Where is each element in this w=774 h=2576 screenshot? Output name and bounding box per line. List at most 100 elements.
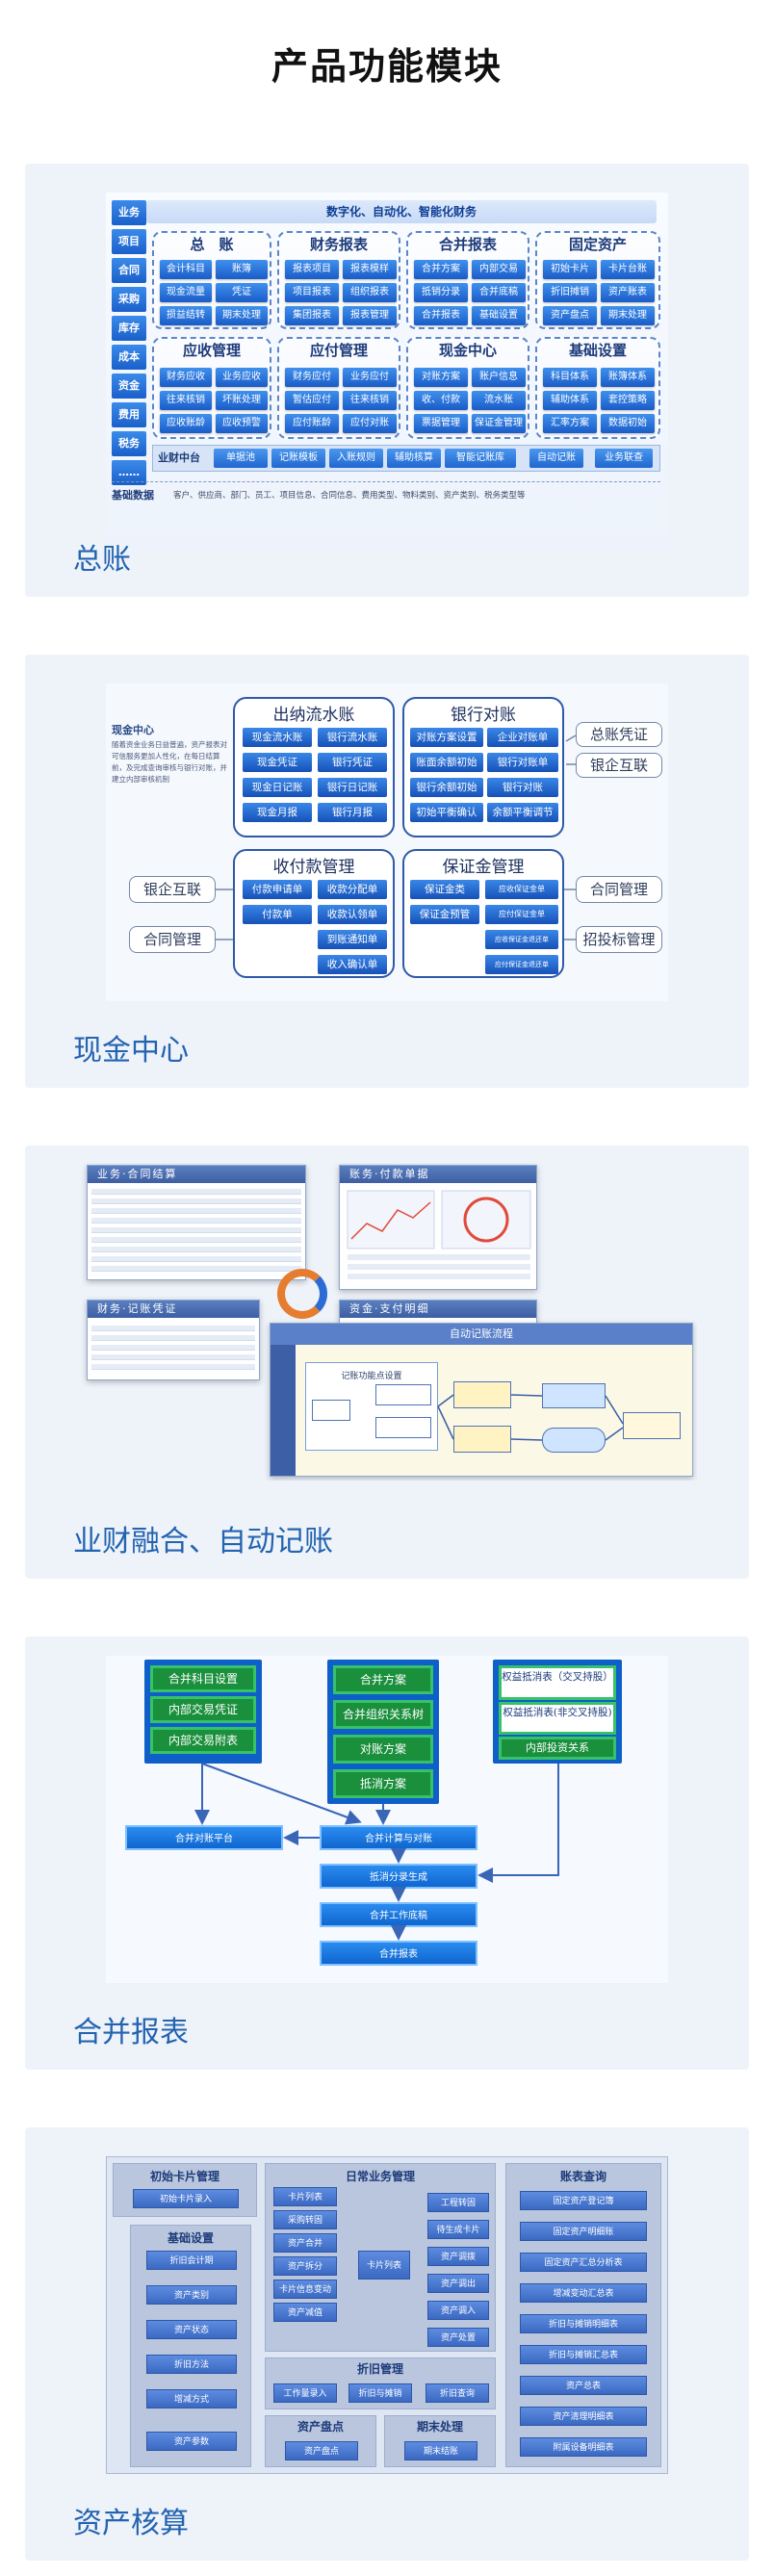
gl-platform-item[interactable]: 单据池	[214, 449, 268, 468]
gl-item[interactable]: 期末处理	[601, 306, 655, 325]
gl-item[interactable]: 辅助体系	[543, 391, 597, 410]
gl-item[interactable]: 业务应收	[216, 368, 268, 387]
gl-item[interactable]: 对账方案	[414, 368, 468, 387]
asset-item[interactable]: 资产类别	[146, 2285, 237, 2305]
cash-item[interactable]: 对账方案设置	[410, 728, 483, 747]
gl-item[interactable]: 报表模样	[343, 260, 397, 279]
cash-item[interactable]: 收款认领单	[318, 905, 387, 924]
asset-item[interactable]: 工程转固	[427, 2193, 489, 2212]
gl-item[interactable]: 抵销分录	[414, 283, 468, 302]
asset-item[interactable]: 资产合并	[273, 2233, 337, 2253]
cash-item[interactable]: 初始平衡确认	[410, 803, 483, 822]
gl-item[interactable]: 资产账表	[601, 283, 655, 302]
gl-item[interactable]: 收、付款	[414, 391, 468, 410]
cash-item[interactable]: 银行对账单	[487, 753, 558, 772]
gl-platform-item[interactable]: 智能记账库	[445, 449, 516, 468]
cash-item[interactable]: 应付保证金单	[485, 905, 558, 924]
gl-item[interactable]: 初始卡片	[543, 260, 597, 279]
gl-item[interactable]: 往来核销	[343, 391, 397, 410]
gl-item[interactable]: 合并底稿	[472, 283, 526, 302]
gl-item[interactable]: 合并报表	[414, 306, 468, 325]
gl-item[interactable]: 凭证	[216, 283, 268, 302]
cash-item[interactable]: 现金凭证	[243, 753, 312, 772]
asset-item[interactable]: 资产盘点	[285, 2441, 358, 2460]
asset-item[interactable]: 卡片列表	[273, 2187, 337, 2206]
asset-item[interactable]: 折旧与摊销明细表	[520, 2314, 647, 2333]
cash-item[interactable]: 银行流水账	[318, 728, 387, 747]
asset-item[interactable]: 资产处置	[427, 2328, 489, 2347]
gl-item[interactable]: 损益结转	[160, 306, 212, 325]
asset-item[interactable]: 附属设备明细表	[520, 2437, 647, 2457]
asset-item[interactable]: 折旧查询	[426, 2383, 489, 2403]
gl-item[interactable]: 集团报表	[285, 306, 339, 325]
gl-item[interactable]: 应收账龄	[160, 414, 212, 433]
asset-item[interactable]: 折旧与摊销汇总表	[520, 2345, 647, 2364]
asset-item[interactable]: 固定资产明细账	[520, 2222, 647, 2241]
cash-item[interactable]: 应收保证金单	[485, 880, 558, 899]
gl-item[interactable]: 科目体系	[543, 368, 597, 387]
gl-item[interactable]: 流水账	[472, 391, 526, 410]
gl-item[interactable]: 账户信息	[472, 368, 526, 387]
cash-item[interactable]: 余额平衡调节	[487, 803, 558, 822]
gl-item[interactable]: 报表项目	[285, 260, 339, 279]
gl-item[interactable]: 财务应收	[160, 368, 212, 387]
gl-item[interactable]: 折旧摊销	[543, 283, 597, 302]
gl-item[interactable]: 现金流量	[160, 283, 212, 302]
cash-item[interactable]: 现金日记账	[243, 778, 312, 797]
asset-item[interactable]: 折旧与摊销	[348, 2383, 412, 2403]
gl-platform-item[interactable]: 记账模板	[271, 449, 325, 468]
gl-item[interactable]: 暂估应付	[285, 391, 339, 410]
gl-item[interactable]: 往来核销	[160, 391, 212, 410]
cash-item[interactable]: 到账通知单	[318, 930, 387, 949]
gl-item[interactable]: 应收预警	[216, 414, 268, 433]
cash-item[interactable]: 银行凭证	[318, 753, 387, 772]
asset-item[interactable]: 资产调拨	[427, 2247, 489, 2266]
gl-item[interactable]: 业务应付	[343, 368, 397, 387]
asset-item[interactable]: 资产调出	[427, 2274, 489, 2293]
gl-item[interactable]: 应付对账	[343, 414, 397, 433]
cash-item[interactable]: 收入确认单	[318, 955, 387, 974]
gl-item[interactable]: 基础设置	[472, 306, 526, 325]
gl-item[interactable]: 财务应付	[285, 368, 339, 387]
asset-item[interactable]: 固定资产汇总分析表	[520, 2253, 647, 2272]
gl-item[interactable]: 会计科目	[160, 260, 212, 279]
asset-item[interactable]: 初始卡片录入	[133, 2189, 239, 2208]
cash-item[interactable]: 现金月报	[243, 803, 312, 822]
cash-item[interactable]: 银行月报	[318, 803, 387, 822]
asset-item[interactable]: 采购转固	[273, 2210, 337, 2229]
asset-item[interactable]: 资产调入	[427, 2301, 489, 2320]
gl-item[interactable]: 保证金管理	[472, 414, 526, 433]
gl-item[interactable]: 内部交易	[472, 260, 526, 279]
cash-item[interactable]: 账面余额初始	[410, 753, 483, 772]
cash-item[interactable]: 企业对账单	[487, 728, 558, 747]
asset-item[interactable]: 待生成卡片	[427, 2220, 489, 2239]
asset-item[interactable]: 固定资产登记簿	[520, 2191, 647, 2210]
asset-item[interactable]: 折旧方法	[146, 2355, 237, 2374]
asset-item[interactable]: 资产拆分	[273, 2256, 337, 2276]
asset-item[interactable]: 卡片列表	[358, 2251, 410, 2280]
gl-platform-item[interactable]: 自动记账	[529, 449, 583, 468]
gl-item[interactable]: 账簿	[216, 260, 268, 279]
asset-item[interactable]: 增减变动汇总表	[520, 2283, 647, 2303]
asset-item[interactable]: 资产状态	[146, 2320, 237, 2339]
gl-item[interactable]: 账簿体系	[601, 368, 655, 387]
cash-item[interactable]: 现金流水账	[243, 728, 312, 747]
gl-item[interactable]: 资产盘点	[543, 306, 597, 325]
gl-item[interactable]: 报表管理	[343, 306, 397, 325]
asset-item[interactable]: 资产清理明细表	[520, 2407, 647, 2426]
cash-item[interactable]: 保证金预管	[410, 905, 479, 924]
cash-item[interactable]: 银行日记账	[318, 778, 387, 797]
gl-platform-item[interactable]: 辅助核算	[387, 449, 441, 468]
asset-item[interactable]: 资产减值	[273, 2303, 337, 2322]
asset-item[interactable]: 折旧会计期	[146, 2251, 237, 2270]
asset-item[interactable]: 增减方式	[146, 2389, 237, 2409]
gl-item[interactable]: 汇率方案	[543, 414, 597, 433]
cash-item[interactable]: 保证金类	[410, 880, 479, 899]
gl-item[interactable]: 项目报表	[285, 283, 339, 302]
cash-item[interactable]: 应付保证金退还单	[485, 955, 558, 974]
gl-platform-item[interactable]: 业务联查	[595, 449, 653, 468]
cash-item[interactable]: 银行余额初始	[410, 778, 483, 797]
gl-item[interactable]: 卡片台账	[601, 260, 655, 279]
asset-item[interactable]: 资产总表	[520, 2376, 647, 2395]
gl-platform-item[interactable]: 入账规则	[329, 449, 383, 468]
